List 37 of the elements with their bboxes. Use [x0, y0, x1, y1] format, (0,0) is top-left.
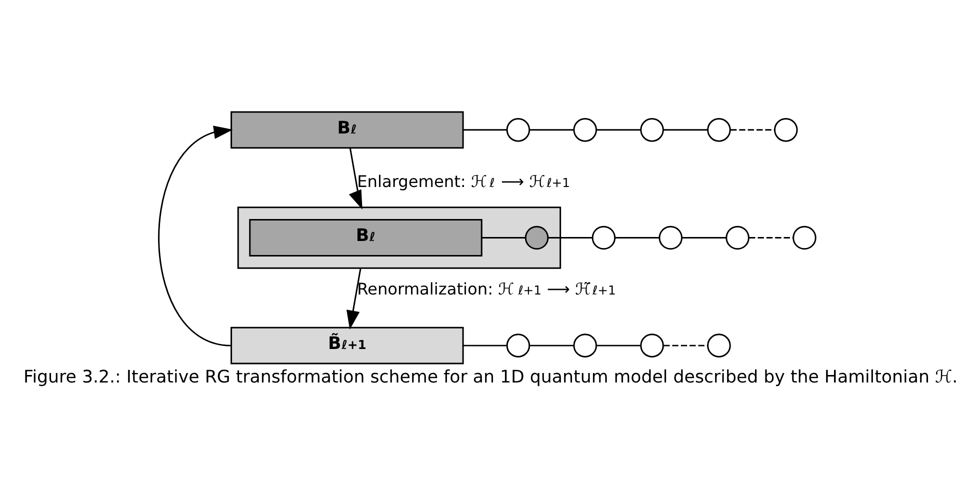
node-box: Bℓ [249, 219, 482, 256]
connector [463, 129, 507, 131]
connector [664, 129, 708, 131]
node-circle [726, 226, 750, 250]
node-circle [707, 118, 731, 142]
connector [664, 344, 708, 346]
connector [615, 237, 660, 238]
node-circle [506, 334, 530, 358]
node-circle [592, 226, 616, 250]
node-circle [640, 118, 664, 142]
node-box: Bℓ [230, 111, 464, 149]
node-circle [573, 118, 598, 142]
node-circle [707, 334, 731, 358]
connector [463, 344, 507, 346]
connector [530, 129, 574, 131]
node-circle [506, 118, 530, 142]
connector [682, 237, 726, 238]
node-circle [792, 226, 816, 250]
connector [482, 237, 526, 238]
cluster [237, 206, 562, 269]
connector [548, 237, 592, 238]
edge-label: Enlargement: ℋℓ ⟶ ℋℓ+1 [357, 172, 570, 191]
connector [530, 344, 574, 346]
node-circle [774, 118, 798, 142]
node-circle [524, 226, 549, 250]
node-circle [640, 334, 664, 358]
connector [730, 129, 775, 131]
connector [596, 344, 641, 346]
connector [596, 129, 641, 131]
arrow [158, 126, 233, 346]
connector [749, 237, 794, 238]
node-circle [658, 226, 683, 250]
node-box: B̃ℓ+1 [230, 326, 464, 364]
arrow [346, 268, 362, 330]
arrow [348, 148, 362, 210]
node-circle [573, 334, 598, 358]
caption: Figure 3.2.: Iterative RG transformation scheme for an 1D quantum model described by the Hamiltonian ℋ. [23, 367, 958, 388]
